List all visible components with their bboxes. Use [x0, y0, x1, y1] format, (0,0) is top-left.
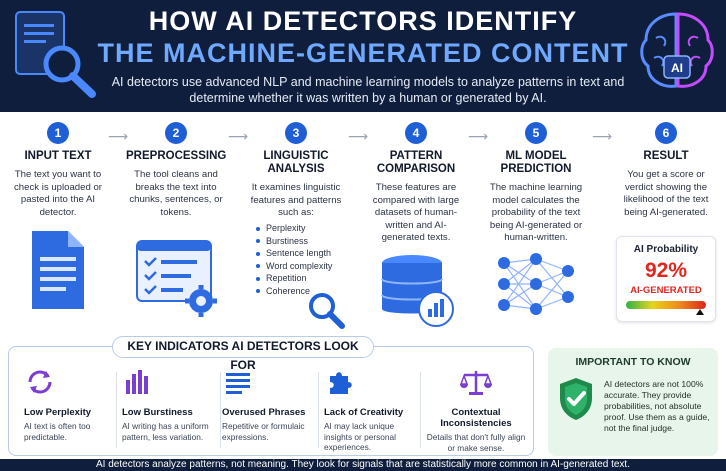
scales-icon — [459, 371, 493, 395]
brain-badge-text: AI — [671, 61, 683, 75]
step-number: 6 — [655, 122, 677, 144]
indicator-lack-of-creativity: Lack of Creativity AI may lack unique in… — [324, 368, 424, 453]
probability-gauge-bar — [626, 301, 706, 315]
indicator-title: Low Perplexity — [24, 407, 92, 418]
divider — [220, 372, 221, 448]
step-number: 2 — [165, 122, 187, 144]
step-title: PREPROCESSING — [126, 150, 227, 162]
divider — [318, 372, 319, 448]
arrow-right-icon: ⟶ — [108, 128, 129, 144]
feature-item: Perplexity — [256, 222, 332, 235]
document-icon — [32, 231, 84, 309]
database-chart-icon — [381, 254, 454, 327]
step-input-text: 1 INPUT TEXT The text you want to check … — [8, 118, 108, 318]
step-description: It examines linguistic features and patt… — [250, 182, 342, 218]
checklist-gear-icon — [136, 240, 217, 317]
indicator-low-perplexity: Low Perplexity AI text is often too pred… — [24, 368, 124, 442]
indicator-title: Contextual Inconsistencies — [440, 407, 512, 429]
probability-verdict: AI-GENERATED — [630, 285, 702, 296]
step-number: 5 — [525, 122, 547, 144]
ai-brain-icon: AI — [640, 12, 714, 88]
step-linguistic-analysis: 3 LINGUISTIC ANALYSIS It examines lingui… — [246, 118, 346, 220]
feature-item: Word complexity — [256, 260, 332, 273]
header-banner: HOW AI DETECTORS IDENTIFY THE MACHINE-GE… — [0, 0, 726, 112]
step-title: INPUT TEXT — [24, 150, 92, 162]
indicator-description: AI may lack unique insights or personal … — [324, 421, 396, 452]
indicator-description: Details that don't fully align or make s… — [426, 432, 526, 453]
important-text: AI detectors are not 100% accurate. They… — [604, 379, 710, 433]
step-title: PATTERN COMPARISON — [376, 150, 456, 175]
step-description: The tool cleans and breaks the text into… — [129, 169, 223, 218]
step-description: These features are compared with large d… — [372, 182, 460, 243]
page-title-line1: HOW AI DETECTORS IDENTIFY — [148, 6, 578, 36]
shield-check-icon — [560, 378, 592, 420]
footer-note: AI detectors analyze patterns, not meani… — [0, 459, 726, 471]
bar-chart-icon — [126, 370, 148, 394]
key-indicators-title: KEY INDICATORS AI DETECTORS LOOK FOR — [112, 336, 374, 372]
document-magnifier-icon — [15, 11, 96, 98]
step-result: 6 RESULT You get a score or verdict show… — [614, 118, 718, 219]
important-title: IMPORTANT TO KNOW — [575, 356, 691, 368]
neural-network-icon — [498, 252, 574, 315]
page-subtitle: AI detectors use advanced NLP and machin… — [111, 75, 625, 105]
step-title: LINGUISTIC ANALYSIS — [263, 150, 329, 175]
indicator-title: Low Burstiness — [122, 407, 193, 418]
arrow-right-icon: ⟶ — [468, 128, 489, 144]
step-description: The text you want to check is uploaded o… — [14, 169, 102, 218]
probability-title: AI Probability — [633, 244, 699, 255]
gauge-pointer-icon — [695, 309, 704, 315]
feature-item: Coherence — [256, 285, 332, 298]
feature-list: Perplexity Burstiness Sentence length Wo… — [256, 222, 332, 297]
divider — [420, 372, 421, 448]
step-description: You get a score or verdict showing the l… — [623, 169, 709, 218]
indicator-contextual-inconsistencies: Contextual Inconsistencies Details that … — [426, 368, 526, 453]
step-title: RESULT — [643, 150, 689, 162]
page-title-line2: THE MACHINE-GENERATED CONTENT — [97, 38, 629, 68]
step-description: The machine learning model calculates th… — [489, 182, 583, 243]
puzzle-icon — [330, 372, 352, 394]
feature-item: Sentence length — [256, 247, 332, 260]
feature-item: Repetition — [256, 272, 332, 285]
step-ml-model-prediction: 5 ML MODEL PREDICTION The machine learni… — [486, 118, 586, 324]
step-title: ML MODEL PREDICTION — [500, 150, 572, 175]
probability-value: 92% — [644, 259, 688, 282]
step-number: 1 — [47, 122, 69, 144]
process-steps: 1 INPUT TEXT The text you want to check … — [0, 118, 726, 340]
arrow-right-icon: ⟶ — [348, 128, 369, 144]
step-pattern-comparison: 4 PATTERN COMPARISON These features are … — [366, 118, 466, 334]
magnifier-icon — [309, 293, 345, 329]
indicator-overused-phrases: Overused Phrases Repetitive or formulaic… — [222, 368, 322, 442]
indicator-title: Lack of Creativity — [324, 407, 404, 418]
arrow-right-icon: ⟶ — [228, 128, 249, 144]
feature-item: Burstiness — [256, 235, 332, 248]
indicator-low-burstiness: Low Burstiness AI writing has a uniform … — [122, 368, 222, 442]
indicator-title: Overused Phrases — [222, 407, 306, 418]
indicator-description: AI writing has a uniform pattern, less v… — [122, 421, 209, 442]
cycle-arrows-icon — [28, 370, 52, 394]
step-number: 3 — [285, 122, 307, 144]
indicator-description: Repetitive or formulaic expressions. — [222, 421, 305, 442]
step-preprocessing: 2 PREPROCESSING The tool cleans and brea… — [126, 118, 226, 324]
text-lines-icon — [226, 373, 250, 394]
step-number: 4 — [405, 122, 427, 144]
ai-probability-card: AI Probability 92% AI-GENERATED — [616, 236, 716, 322]
key-indicators-panel — [8, 346, 534, 456]
arrow-right-icon: ⟶ — [592, 128, 613, 144]
divider — [116, 372, 117, 448]
indicator-description: AI text is often too predictable. — [24, 421, 91, 442]
